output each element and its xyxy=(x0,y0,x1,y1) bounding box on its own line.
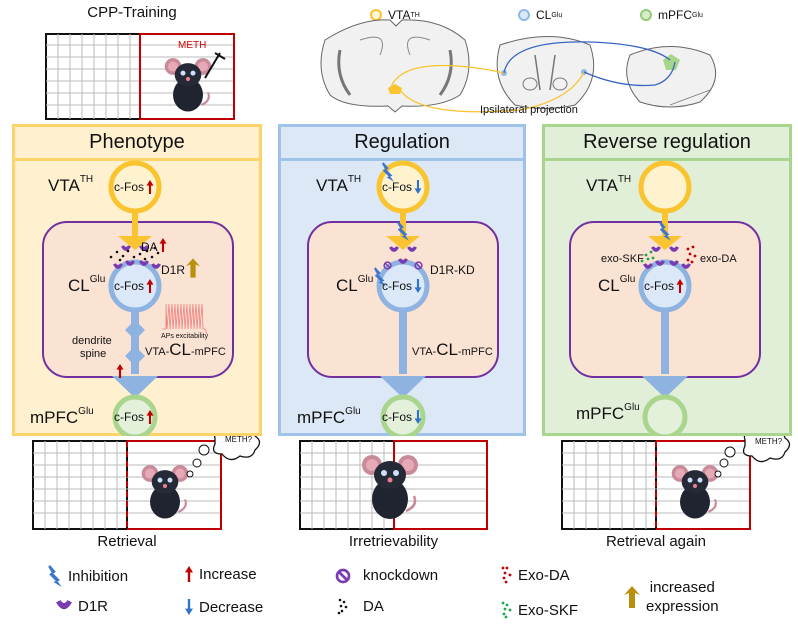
cl-label-3: CLGlu xyxy=(598,274,636,295)
cl-brain-section xyxy=(496,36,595,109)
blue-projection-1 xyxy=(503,41,671,74)
mpfc-cfos-label-2: c-Fos xyxy=(382,410,412,424)
d1r-label: D1R xyxy=(161,263,186,277)
vta-cfos-label-2: c-Fos xyxy=(382,180,412,194)
circuit-label-2: VTA-CL-mPFC xyxy=(412,340,493,359)
legend-exo-skf: Exo-SKF xyxy=(500,600,578,620)
mpfc-neuron-3 xyxy=(642,394,688,436)
cl-axon-arrowhead-3 xyxy=(642,376,688,398)
mpfc-circle-icon xyxy=(640,9,652,21)
da-dots-1 xyxy=(109,246,160,262)
legend-decrease: Decrease xyxy=(185,598,263,616)
irretrievability-chamber xyxy=(299,440,488,530)
thought-text-3: METH? xyxy=(755,437,783,446)
da-dots-icon xyxy=(337,598,348,615)
cpp-chamber-diagram xyxy=(45,33,235,120)
mpfc-label-1: mPFCGlu xyxy=(30,406,94,427)
ipsilateral-projection-label: Ipsilateral projection xyxy=(480,104,578,116)
thought-cloud-1 xyxy=(212,436,261,461)
exo-skf-label: exo-SKF xyxy=(601,253,644,265)
d1r-receptor-icon xyxy=(56,599,72,609)
exo-da-dots-icon xyxy=(501,566,512,584)
retrieval-caption: Retrieval xyxy=(97,533,157,550)
cpp-training-box: METH xyxy=(45,33,235,120)
vta-label-1: VTATH xyxy=(48,174,94,195)
irretrievability-caption: Irretrievability xyxy=(348,533,439,550)
blue-down-arrow-icon xyxy=(185,599,193,615)
cl-axon-arrowhead-1 xyxy=(112,376,158,398)
red-up-arrow-icon xyxy=(185,566,193,582)
syringe-icon xyxy=(204,52,221,79)
test-chambers xyxy=(32,436,791,530)
exo-da-dots xyxy=(686,245,697,264)
vta-neuron-3 xyxy=(638,160,692,214)
yellow-projection-1 xyxy=(389,64,505,91)
retrieval-again-chamber xyxy=(561,436,791,530)
vta-label-2: VTATH xyxy=(316,174,362,195)
legend-inhibition: Inhibition xyxy=(48,565,128,587)
cl-circle-icon xyxy=(518,9,530,21)
thought-text-1: METH? xyxy=(225,435,253,444)
meth-label: METH xyxy=(178,40,207,51)
d1r-kd-label: D1R-KD xyxy=(430,263,475,277)
cl-axon-1 xyxy=(125,310,145,374)
legend-d1r: D1R xyxy=(56,598,108,615)
mpfc-brain-section xyxy=(626,46,717,108)
vta-cfos-label-1: c-Fos xyxy=(114,180,144,194)
mpfc-cfos-label-1: c-Fos xyxy=(114,410,144,424)
legend-exo-da: Exo-DA xyxy=(500,565,570,585)
vta-label-3: VTATH xyxy=(586,174,632,195)
exo-da-label: exo-DA xyxy=(700,253,737,265)
legend-increase: Increase xyxy=(185,565,257,583)
cl-label-1: CLGlu xyxy=(68,274,106,295)
cl-cfos-label-2: c-Fos xyxy=(382,279,412,293)
brain-sections-svg xyxy=(320,19,717,113)
legend-knockdown: knockdown xyxy=(335,567,438,584)
circuit-drawings xyxy=(42,160,761,436)
gold-up-arrow-icon xyxy=(624,586,640,608)
mpfc-neuron-2 xyxy=(380,394,426,436)
circuit-label-1: VTA-CL-mPFC xyxy=(145,340,226,359)
yellow-projection-2 xyxy=(399,71,585,113)
reverse-regulation-panel-title: Reverse regulation xyxy=(545,127,789,161)
vta-terminal-2 xyxy=(386,236,420,250)
mpfc-neuron-1 xyxy=(112,394,158,436)
mpfc-label-3: mPFCGlu xyxy=(576,402,640,423)
mpfc-label-2: mPFCGlu xyxy=(297,406,361,427)
cl-cfos-label-1: c-Fos xyxy=(114,279,144,293)
legend-da: DA xyxy=(337,597,384,615)
thinking-mouse-icon xyxy=(670,463,720,520)
phenotype-panel-title: Phenotype xyxy=(15,127,259,161)
legend-increased-expression: increased expression xyxy=(624,578,719,616)
cl-cfos-label-3: c-Fos xyxy=(644,279,674,293)
exo-skf-dots xyxy=(640,250,655,263)
exo-skf-dots-icon xyxy=(501,601,512,619)
retrieval-chamber xyxy=(32,436,261,530)
aps-excitability-label: APs excitability xyxy=(161,333,209,340)
da-label: DA xyxy=(141,240,158,254)
knockdown-icon xyxy=(335,568,351,583)
lightning-inhibition-icon xyxy=(48,565,62,587)
vta-terminal-3 xyxy=(648,236,682,250)
cl-axon-arrowhead-2 xyxy=(380,376,426,398)
blue-projection-2 xyxy=(583,61,676,87)
regulation-panel-title: Regulation xyxy=(281,127,523,161)
mouse-icon xyxy=(163,57,213,113)
cl-label-2: CLGlu xyxy=(336,274,374,295)
vta-brain-section xyxy=(320,19,470,113)
thought-cloud-3 xyxy=(742,436,791,463)
retrieval-again-caption: Retrieval again xyxy=(605,533,707,550)
cpp-training-title: CPP-Training xyxy=(87,4,177,21)
vta-terminal-1 xyxy=(118,236,152,250)
thinking-mouse-icon xyxy=(140,463,190,520)
ap-trace xyxy=(162,303,208,335)
